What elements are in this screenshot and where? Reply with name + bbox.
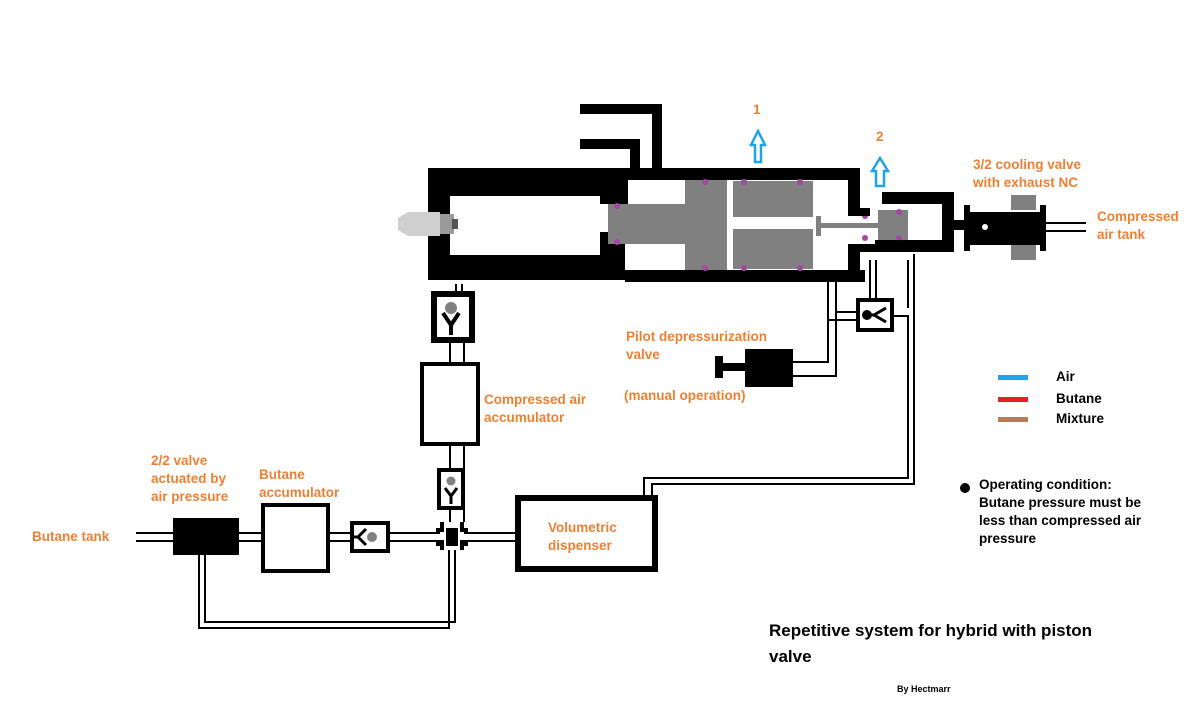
compressed-air-tank-label: Compressed air tank [1097, 209, 1179, 242]
pilot-valve-label: Pilot depressurization valve [626, 329, 768, 362]
outlet-2-label: 2 [876, 129, 884, 144]
injector [398, 212, 458, 236]
air-outlet-arrows [748, 128, 891, 188]
operating-condition-note: Operating condition: Butane pressure mus… [979, 477, 1142, 546]
manual-operation-label: (manual operation) [624, 388, 746, 403]
legend-swatch-mixture [998, 417, 1028, 422]
legend-label-butane: Butane [1056, 391, 1102, 406]
note-bullet [960, 483, 970, 493]
main-cylinder [428, 104, 865, 282]
compressed-air-accumulator [420, 362, 480, 446]
volumetric-dispenser-box [515, 495, 658, 572]
outlet-1-label: 1 [753, 102, 761, 117]
exhaust-housing [858, 192, 968, 252]
cooling-valve-label: 3/2 cooling valve with exhaust NC [973, 157, 1082, 190]
compressed-air-accumulator-label: Compressed air accumulator [484, 392, 587, 425]
legend-swatch-butane [998, 397, 1028, 402]
cooling-valve [964, 195, 1046, 260]
author-credit: By Hectmarr [897, 684, 951, 694]
manifold-junction [436, 522, 468, 550]
butane-tank-label: Butane tank [32, 529, 110, 544]
butane-accumulator-label: Butane accumulator [259, 467, 340, 500]
butane-accumulator [261, 503, 330, 573]
piston [608, 180, 908, 270]
check-valve-top [431, 291, 475, 343]
legend-label-mixture: Mixture [1056, 411, 1105, 426]
check-valve-butane [350, 521, 390, 553]
legend-label-air: Air [1056, 369, 1075, 384]
valve-2-2 [173, 518, 239, 555]
pilot-depressurization-valve [715, 349, 793, 387]
volumetric-dispenser-label: Volumetric dispenser [548, 520, 617, 553]
legend-swatch-air [998, 375, 1028, 380]
check-valve-middle [437, 468, 465, 510]
valve-2-2-label: 2/2 valve actuated by air pressure [151, 453, 229, 504]
diagram-title: Repetitive system for hybrid with piston… [769, 621, 1093, 666]
seals [614, 179, 902, 271]
tubes [136, 222, 1086, 629]
check-valve-pilot [856, 298, 894, 332]
